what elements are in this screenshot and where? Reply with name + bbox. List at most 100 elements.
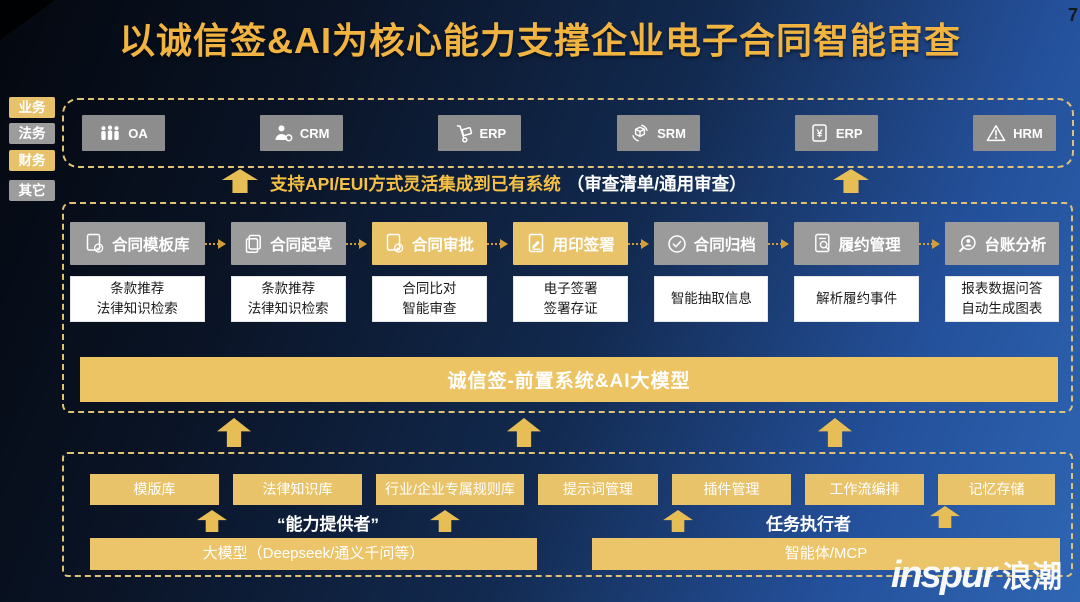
process-flow: 合同模板库 合同起草 合同审批	[70, 222, 1059, 322]
process-step-approval: 合同审批	[371, 222, 487, 265]
detail-line: 报表数据问答	[961, 281, 1043, 297]
circle-check-icon	[668, 234, 686, 253]
llm-bar: 大模型（Deepseek/通义千问等）	[90, 538, 537, 570]
flow-arrow-icon	[487, 239, 513, 249]
process-step-performance: 履约管理	[794, 222, 919, 265]
page-number: 7	[1067, 5, 1078, 25]
inspur-logo: inspur 浪潮	[891, 552, 1062, 597]
process-step-detail: 电子签署 签署存证	[513, 276, 629, 322]
detail-line: 解析履约事件	[816, 291, 898, 307]
process-step-label: 合同起草	[270, 236, 333, 254]
tag-finance: 财务	[9, 150, 55, 171]
module-workflow: 工作流编排	[805, 474, 924, 505]
process-step-ledger-analysis: 台账分析	[944, 222, 1059, 265]
process-step-archiving: 合同归档	[654, 222, 769, 265]
ai-capability-panel: 模版库 法律知识库 行业/企业专属规则库 提示词管理 插件管理 工作流编排 记忆…	[62, 452, 1073, 577]
existing-systems-panel: OA CRM ERP	[62, 98, 1074, 168]
platform-bar: 诚信签-前置系统&AI大模型	[80, 357, 1058, 402]
process-step-label: 履约管理	[838, 236, 901, 254]
system-erp: ERP	[438, 115, 522, 151]
people-icon	[101, 125, 119, 140]
process-step-signing: 用印签署	[513, 222, 629, 265]
docs-stack-icon	[245, 234, 262, 253]
detail-line: 条款推荐	[261, 281, 316, 297]
capability-provider-label: “能力提供者”	[277, 515, 379, 534]
doc-search-icon	[814, 233, 830, 253]
detail-line: 电子签署	[543, 281, 598, 297]
process-step-label: 合同归档	[693, 236, 756, 254]
detail-line: 智能抽取信息	[670, 291, 752, 307]
logo-latin-text: inspur	[890, 554, 997, 596]
integration-note-highlight: 支持API/EUI方式灵活集成到已有系统	[270, 174, 561, 194]
up-arrow-icon	[222, 169, 258, 193]
process-step-detail: 解析履约事件	[794, 276, 919, 322]
system-label: CRM	[299, 125, 330, 141]
logo-cjk-text: 浪潮	[1002, 561, 1062, 594]
detail-line: 智能审查	[402, 301, 457, 316]
detail-line: 自动生成图表	[961, 301, 1043, 316]
person-gear-icon	[275, 125, 293, 142]
up-arrow-icon	[217, 418, 251, 447]
process-step-label: 用印签署	[552, 236, 615, 254]
system-label: SRM	[657, 125, 686, 141]
task-executor-label: 任务执行者	[766, 515, 851, 534]
system-srm: SRM	[616, 115, 700, 151]
process-step-detail: 条款推荐 法律知识检索	[70, 276, 205, 322]
module-prompt-management: 提示词管理	[538, 474, 658, 505]
process-step-label: 合同审批	[411, 236, 474, 254]
module-plugin-management: 插件管理	[672, 474, 791, 505]
system-label: OA	[128, 125, 148, 141]
module-legal-knowledge: 法律知识库	[233, 474, 362, 505]
process-step-drafting: 合同起草	[230, 222, 346, 265]
up-arrow-icon	[663, 510, 693, 532]
flow-arrow-icon	[919, 239, 945, 249]
detail-line: 合同比对	[402, 281, 457, 297]
system-label: ERP	[479, 125, 507, 141]
process-step-label: 台账分析	[984, 236, 1047, 254]
agent-bar: 智能体/MCP	[592, 538, 1060, 570]
capability-modules-row: 模版库 法律知识库 行业/企业专属规则库 提示词管理 插件管理 工作流编排 记忆…	[90, 474, 1055, 505]
up-arrow-icon	[197, 510, 227, 532]
process-step-template-library: 合同模板库	[70, 222, 205, 265]
system-hrm: HRM	[972, 115, 1056, 151]
tag-legal: 法务	[9, 123, 55, 144]
process-step-label: 合同模板库	[112, 236, 190, 254]
svg-text:¥: ¥	[816, 128, 823, 140]
doc-check-icon	[86, 233, 104, 253]
system-oa: OA	[82, 115, 165, 151]
detail-line: 法律知识检索	[247, 301, 329, 316]
warning-triangle-icon	[986, 125, 1006, 142]
magnifier-person-icon	[959, 234, 977, 252]
flow-arrow-icon	[205, 239, 231, 249]
yen-invoice-icon: ¥	[812, 124, 827, 142]
system-crm: CRM	[260, 115, 344, 151]
module-memory-storage: 记忆存储	[938, 474, 1055, 505]
page-title: 以诚信签&AI为核心能力支撑企业电子合同智能审查	[119, 20, 961, 61]
detail-line: 法律知识检索	[96, 301, 178, 316]
doc-sign-icon	[528, 233, 543, 253]
box-recycle-icon	[632, 124, 648, 142]
integration-note: 支持API/EUI方式灵活集成到已有系统（审查清单/通用审查）	[270, 171, 747, 196]
tag-business: 业务	[9, 97, 55, 118]
detail-line: 条款推荐	[110, 281, 165, 297]
corner-decoration	[0, 0, 55, 40]
process-step-detail: 报表数据问答 自动生成图表	[944, 276, 1059, 322]
up-arrow-icon	[507, 418, 541, 447]
integration-note-suffix: （审查清单/通用审查）	[566, 174, 747, 194]
contract-process-panel: 合同模板库 合同起草 合同审批	[62, 202, 1073, 413]
system-label: HRM	[1013, 125, 1043, 141]
module-industry-rules: 行业/企业专属规则库	[376, 474, 524, 505]
detail-line: 签署存证	[543, 301, 598, 316]
handtruck-icon	[456, 124, 472, 143]
doc-check-icon	[386, 233, 404, 253]
tag-other: 其它	[9, 180, 55, 201]
process-step-detail: 合同比对 智能审查	[371, 276, 487, 322]
flow-arrow-icon	[346, 239, 372, 249]
process-step-detail: 条款推荐 法律知识检索	[230, 276, 346, 322]
system-erp-finance: ¥ ERP	[794, 115, 878, 151]
up-arrow-icon	[930, 506, 960, 528]
system-label: ERP	[835, 125, 863, 141]
flow-arrow-icon	[768, 239, 794, 249]
module-template-library: 模版库	[90, 474, 219, 505]
